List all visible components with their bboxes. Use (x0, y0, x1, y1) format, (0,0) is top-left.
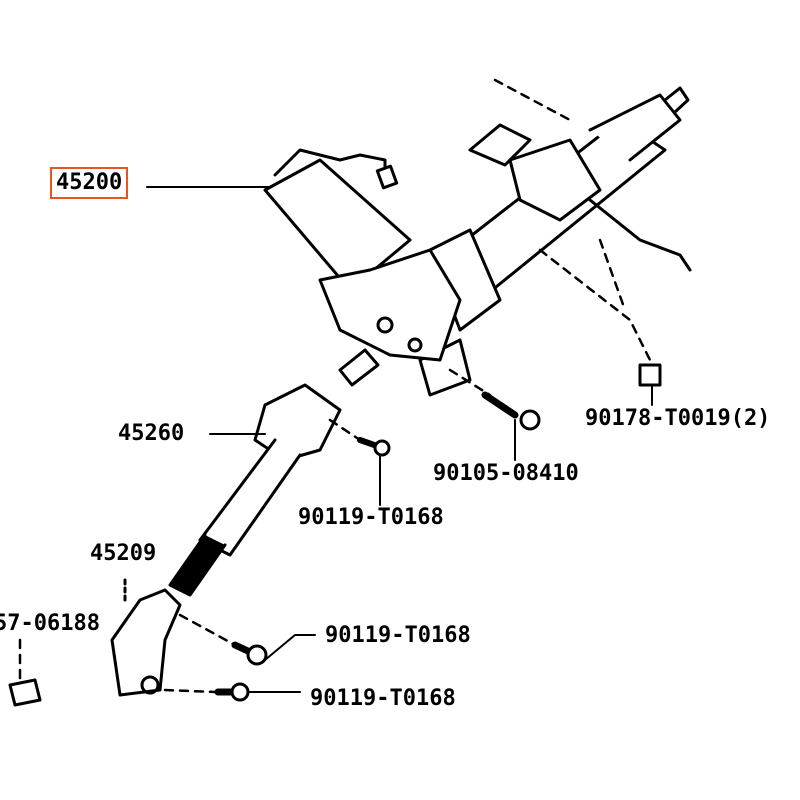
column-tube (418, 86, 692, 397)
part-label-90119-upper[interactable]: 90119-T0168 (298, 505, 444, 530)
part-label-45209[interactable]: 45209 (90, 541, 157, 566)
part-label-45200[interactable]: 45200 (50, 167, 129, 199)
part-label-90119-lower[interactable]: 90119-T0168 (310, 686, 456, 711)
part-label-90105-08410[interactable]: 90105-08410 (433, 461, 579, 486)
leader-lines (146, 186, 653, 693)
part-label-45260[interactable]: 45260 (118, 421, 185, 446)
part-label-90119-middle[interactable]: 90119-T0168 (325, 623, 471, 648)
part-label-90178-t0019[interactable]: 90178-T0019(2) (585, 406, 771, 431)
motor-assembly (263, 148, 462, 362)
bolts (8, 363, 662, 707)
lower-joint-drawing (110, 578, 182, 697)
dashed-guides (18, 78, 652, 694)
output-shaft (338, 348, 380, 387)
part-label-partial-06188[interactable]: 57-06188 (0, 611, 100, 636)
intermediate-shaft-drawing (168, 383, 342, 597)
